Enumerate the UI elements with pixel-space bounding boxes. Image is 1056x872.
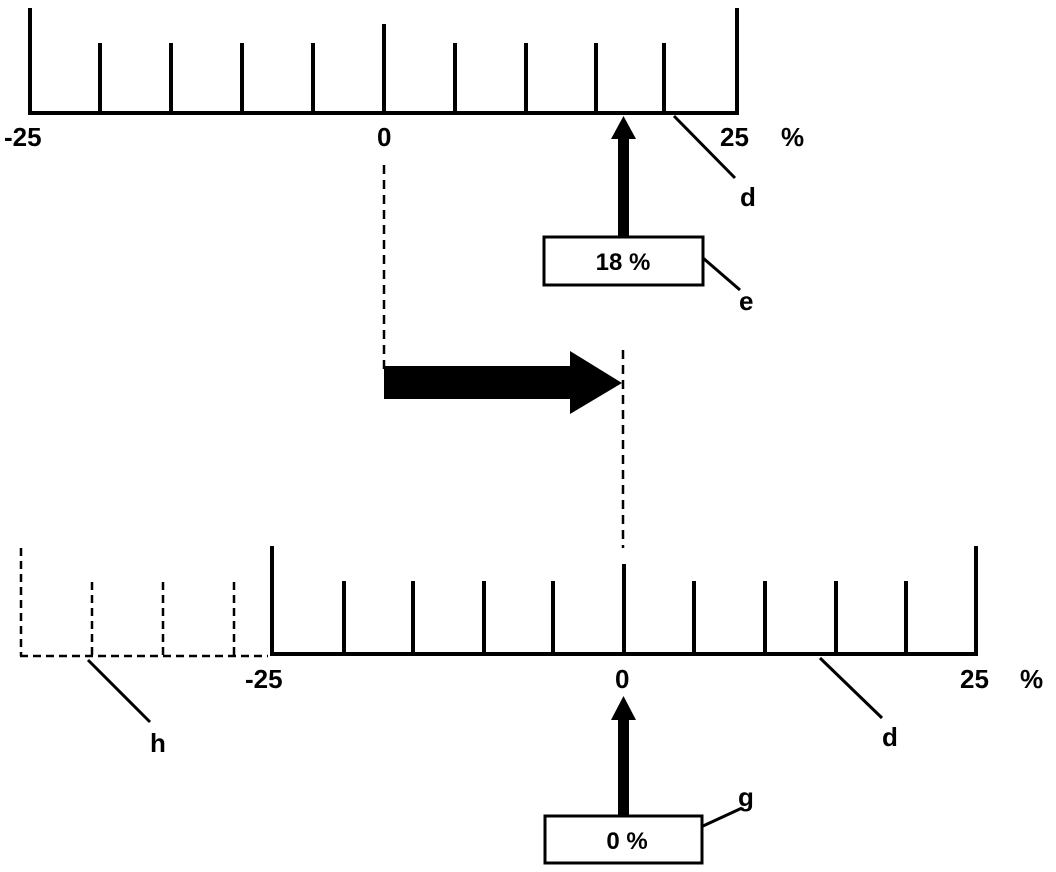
top-scale: [28, 8, 739, 115]
shift-arrow: [384, 351, 622, 414]
top-scale-min-label: -25: [4, 122, 42, 152]
bottom-readout-pointer-arrow: [611, 696, 636, 817]
bottom-readout-leader-line: [702, 806, 743, 828]
top-scale-zero-label: 0: [377, 122, 391, 152]
bottom-readout-box: [543, 814, 704, 865]
extension-leader-line: [86, 658, 152, 724]
bottom-scale-leader-line: [818, 656, 884, 720]
top-readout-ref-letter: e: [739, 286, 753, 316]
bottom-scale-ref-letter: d: [882, 722, 898, 752]
top-readout-leader-line: [702, 256, 741, 292]
top-scale-leader-line: [672, 114, 737, 180]
bottom-readout-value: 0 %: [606, 828, 647, 855]
bottom-scale-dashed-extension: [19, 548, 268, 658]
bottom-scale-unit-label: %: [1020, 664, 1043, 694]
bottom-scale: [270, 546, 978, 656]
top-readout-value: 18 %: [596, 249, 651, 276]
top-scale-max-label: 25: [720, 122, 749, 152]
bottom-scale-min-label: -25: [245, 664, 283, 694]
bottom-readout-ref-letter: g: [738, 782, 754, 812]
bottom-scale-max-label: 25: [960, 664, 989, 694]
bottom-scale-zero-label: 0: [615, 664, 629, 694]
top-scale-unit-label: %: [781, 122, 804, 152]
top-scale-ref-letter: d: [740, 182, 756, 212]
extension-ref-letter: h: [150, 728, 166, 758]
top-readout-pointer-arrow: [611, 116, 636, 237]
top-readout-box: [542, 235, 705, 287]
